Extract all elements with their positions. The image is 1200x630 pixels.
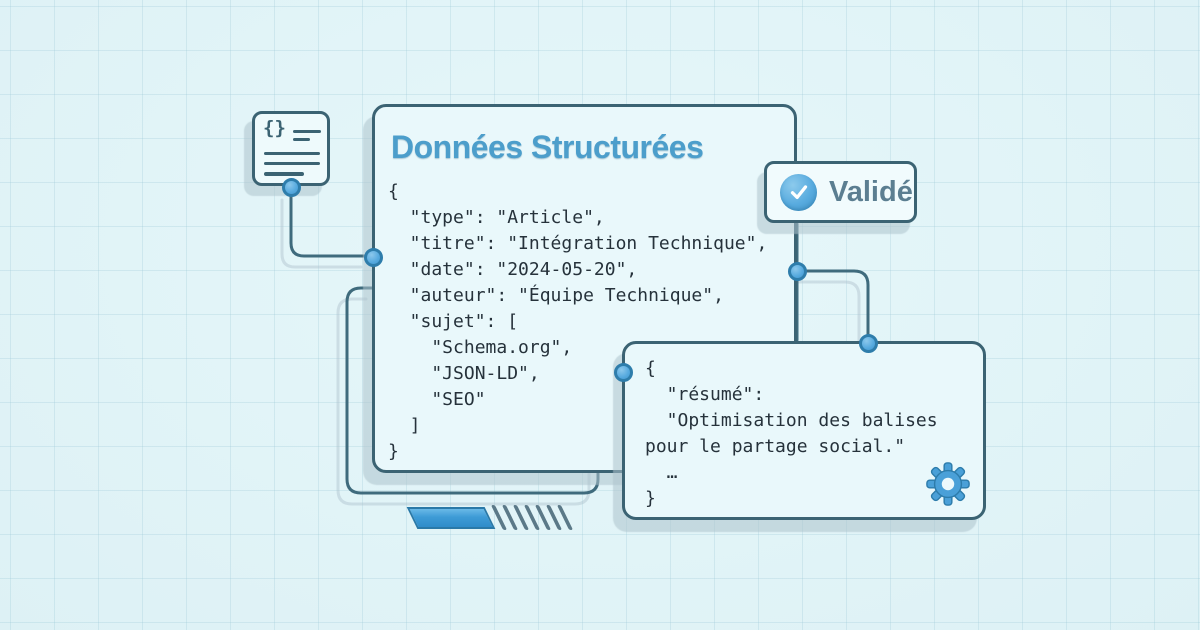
doc-line xyxy=(264,162,320,165)
doc-line xyxy=(264,172,304,176)
page-title: Données Structurées xyxy=(391,129,704,165)
summary-json-panel: { "résumé": "Optimisation des balises po… xyxy=(622,341,986,520)
node-dot-summary-left xyxy=(614,363,633,382)
badge-label: Validé xyxy=(829,175,913,208)
validation-badge: Validé xyxy=(764,161,917,223)
node-dot-main-right xyxy=(788,262,807,281)
main-json-code: { "type": "Article", "titre": "Intégrati… xyxy=(388,181,768,462)
summary-json-code: { "résumé": "Optimisation des balises po… xyxy=(645,358,938,509)
doc-line xyxy=(293,130,321,133)
main-json-panel: Données Structurées { "type": "Article",… xyxy=(372,104,797,473)
doc-line xyxy=(264,152,320,155)
check-icon xyxy=(780,173,817,211)
node-dot-icon xyxy=(282,178,301,197)
connector-validation-branch xyxy=(794,269,870,342)
node-dot-main-left xyxy=(364,248,383,267)
progress-slab xyxy=(406,507,496,529)
node-dot-summary-top xyxy=(859,334,878,353)
code-document-icon: {} xyxy=(252,111,330,186)
gear-icon xyxy=(926,462,970,506)
doc-line xyxy=(293,138,310,141)
braces-icon: {} xyxy=(263,117,286,139)
connector-icon-to-main xyxy=(289,187,372,258)
hatch-marks xyxy=(490,505,574,530)
